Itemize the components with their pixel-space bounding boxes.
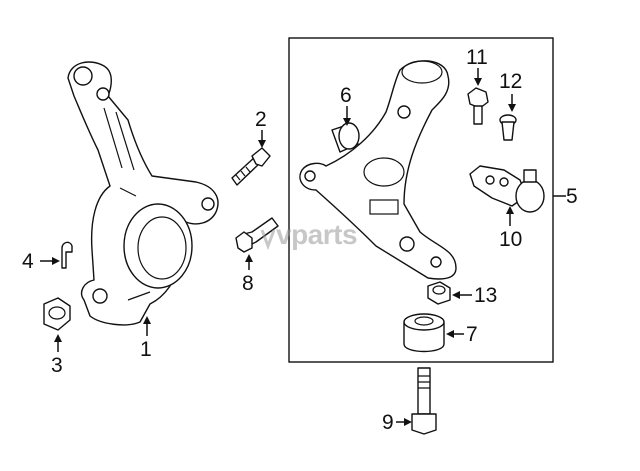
nut-3 xyxy=(43,297,71,331)
callout-12: 12 xyxy=(499,70,522,93)
callout-3: 3 xyxy=(51,354,63,377)
callout-6: 6 xyxy=(340,84,352,107)
bolt-11 xyxy=(467,87,489,125)
callout-11: 11 xyxy=(466,46,488,69)
bushing-7 xyxy=(403,313,445,353)
bolt-9 xyxy=(411,367,437,435)
callout-9: 9 xyxy=(382,411,394,434)
bolt-8 xyxy=(235,217,279,253)
callout-2: 2 xyxy=(255,108,267,131)
watermark-text: vparts xyxy=(276,219,357,250)
callout-8: 8 xyxy=(242,272,254,295)
callout-10: 10 xyxy=(499,228,522,251)
callout-5: 5 xyxy=(566,185,578,208)
bolt-2 xyxy=(231,147,271,186)
clip-4 xyxy=(61,241,73,269)
callout-1: 1 xyxy=(140,338,152,361)
steering-knuckle xyxy=(67,61,219,326)
lower-control-arm xyxy=(299,60,457,280)
control-arm-group-box xyxy=(288,37,554,363)
bolt-12 xyxy=(499,114,517,141)
nut-13 xyxy=(427,281,451,305)
callout-4: 4 xyxy=(22,250,34,273)
ball-joint-10 xyxy=(469,165,545,213)
watermark-logo: vparts xyxy=(260,219,358,251)
bushing-6 xyxy=(331,122,360,153)
callout-13: 13 xyxy=(474,284,497,307)
callout-7: 7 xyxy=(466,323,478,346)
